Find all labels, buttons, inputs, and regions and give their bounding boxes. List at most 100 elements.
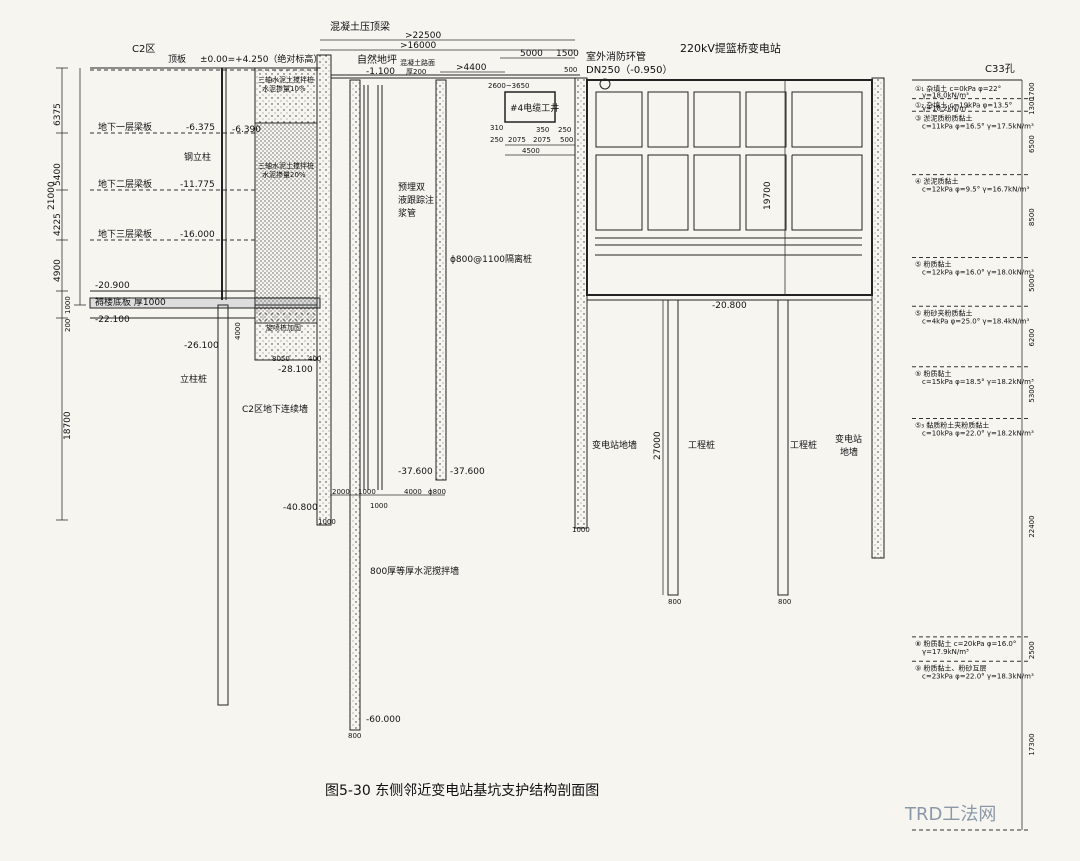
soil-layer-thickness: 6500 [1028, 135, 1036, 153]
soil-layer-name: ⑤ 粉质黏土 [915, 369, 952, 378]
soil-layer-thickness: 8500 [1028, 208, 1036, 226]
dim-1000a: 1000 [318, 518, 336, 526]
figure-caption: 图5-30 东侧邻近变电站基坑支护结构剖面图 [325, 782, 599, 799]
dim-800d: 800 [778, 598, 791, 606]
isolation-pile [435, 79, 447, 481]
soil-mix-zone-2 [254, 122, 318, 324]
natural-ground-elev: -1.100 [366, 67, 395, 77]
soil-layer-name: ⑧ 粉质黏土 c=20kPa φ=16.0° [915, 639, 1016, 648]
trd-mixing-wall [349, 79, 361, 731]
dim-4000v: 4000 [234, 322, 242, 340]
borehole-label: C33孔 [985, 63, 1015, 75]
soil-layer-name: ⑤ 粉质黏土 [915, 260, 952, 269]
soil-layer-name: ①₁ 杂填土 c=0kPa φ=22° [915, 84, 1001, 93]
dim-5000: 5000 [520, 49, 543, 59]
b3-slab-label: 地下三层梁板 [98, 228, 152, 240]
soil-layer-props: γ=17.9kN/m³ [922, 648, 969, 656]
jet-grout-label: 旋喷桩加固 [266, 323, 301, 332]
b1-elev-pile: -6.390 [232, 125, 261, 135]
soil-layer-thickness: 5300 [1028, 385, 1036, 403]
dim-500: 500 [564, 66, 577, 74]
dim-4900: 4900 [53, 259, 63, 282]
soil-layer-props: c=23kPa φ=22.0° γ=18.3kN/m³ [922, 672, 1034, 680]
dim-800b: 800 [348, 732, 361, 740]
base-slab-label: 褥楼底板 厚1000 [95, 296, 166, 308]
dim-1000r: 1000 [572, 526, 590, 534]
soil-layer-thickness: 1300 [1028, 97, 1036, 115]
soil-layer-thickness: 6200 [1028, 329, 1036, 347]
dim-16000: >16000 [400, 41, 436, 51]
soil-layer-props: c=4kPa φ=25.0° γ=18.4kN/m³ [922, 317, 1029, 325]
dim-4500: 4500 [522, 147, 540, 155]
sub-wall-r2-label: 地墙 [840, 446, 858, 458]
soil-layer-props: c=10kPa φ=22.0° γ=18.2kN/m³ [922, 429, 1034, 437]
preburied-label-2: 液跟踪注 [398, 194, 434, 206]
soil-layer-props: c=12kPa φ=16.0° γ=18.0kN/m³ [922, 269, 1034, 277]
dim-4000: 4000 [404, 488, 422, 496]
natural-ground-label: 自然地坪 [357, 53, 397, 66]
engineering-pile-1 [667, 299, 679, 596]
soil-layer-thickness: 5000 [1028, 274, 1036, 292]
elev-28100: -28.100 [278, 365, 313, 375]
cable-well [504, 91, 556, 123]
isolation-pile-label: ϕ800@1100隔离桩 [450, 253, 532, 265]
elev-40800: -40.800 [283, 503, 318, 513]
dim-1000b: 1000 [358, 488, 376, 496]
dim-800c: 800 [668, 598, 681, 606]
soil-layer-name: ⑤₃ 黏质粉土夹粉质黏土 [915, 420, 989, 429]
soil-layer-props: c=15kPa φ=18.5° γ=18.2kN/m³ [922, 378, 1034, 386]
soil-layer-name: ⑤ 粉砂夹粉质黏土 [915, 308, 973, 317]
dim-400: 400 [308, 355, 321, 363]
elev-20800: -20.800 [712, 301, 747, 311]
b2-elev: -11.775 [180, 180, 215, 190]
b1-elev: -6.375 [186, 123, 215, 133]
substation-rooms [595, 91, 863, 256]
dim-250b: 250 [558, 126, 571, 134]
dim-2000: 2000 [332, 488, 350, 496]
dim-1500: 1500 [556, 49, 579, 59]
substation-label: 220kV提篮桥变电站 [680, 41, 781, 55]
dim-8050: 8050 [272, 355, 290, 363]
engineering-pile-2 [777, 299, 789, 596]
soil-layer-props: γ=18.2kN/m³ [922, 104, 969, 112]
eng-pile-1-label: 工程桩 [688, 439, 715, 451]
dim-2600: 2600~3650 [488, 82, 530, 90]
dim-250a: 250 [490, 136, 503, 144]
elev-60000: -60.000 [366, 715, 401, 725]
soil-layer-thickness: 17300 [1028, 733, 1036, 755]
soil-mix-2-label: 三轴水泥土搅拌桩 [258, 161, 314, 170]
preburied-label-3: 浆管 [398, 207, 416, 219]
dim-21000: 21000 [47, 181, 57, 210]
dim-350: 350 [536, 126, 549, 134]
soil-layer-thickness: 22400 [1028, 515, 1036, 537]
eng-pile-2-label: 工程桩 [790, 439, 817, 451]
dim-1000c: 1000 [370, 502, 388, 510]
b2-slab-label: 地下二层梁板 [98, 178, 152, 190]
dim-27000: 27000 [653, 431, 663, 460]
dim-22500: >22500 [405, 31, 441, 41]
elev-22100: -22.100 [95, 315, 130, 325]
fire-pipe-size: DN250（-0.950） [586, 64, 673, 76]
dim-4400: >4400 [456, 63, 487, 73]
substation-box [586, 79, 873, 296]
soil-layer-thickness: 2500 [1028, 641, 1036, 659]
soil-mix-2b-label: 水泥掺量20% [262, 170, 306, 179]
mixing-wall-label: 800厚等厚水泥搅拌墙 [370, 565, 459, 577]
soil-mix-1b-label: 水泥掺量10% [262, 84, 306, 93]
dim-310: 310 [490, 124, 503, 132]
top-slab-label: 顶板 [168, 53, 186, 65]
elev-37600a: -37.600 [398, 467, 433, 477]
substation-wall-left [574, 77, 588, 529]
dim-18700: 18700 [63, 411, 73, 440]
elev-26100: -26.100 [184, 341, 219, 351]
soil-layer-name: ⑨ 粉质黏土、粉砂互层 [915, 663, 987, 672]
fire-pipe-label: 室外消防环管 [586, 50, 646, 63]
soil-layer-props: c=12kPa φ=9.5° γ=16.7kN/m³ [922, 186, 1029, 194]
cable-well-label: #4电缆工井 [510, 102, 559, 114]
dim-2075b: 2075 [533, 136, 551, 144]
elev-20900: -20.900 [95, 281, 130, 291]
road-thick-label: 厚200 [406, 68, 426, 76]
beam-top-label: 混凝土压顶梁 [330, 20, 390, 33]
dim-6375: 6375 [53, 103, 63, 126]
